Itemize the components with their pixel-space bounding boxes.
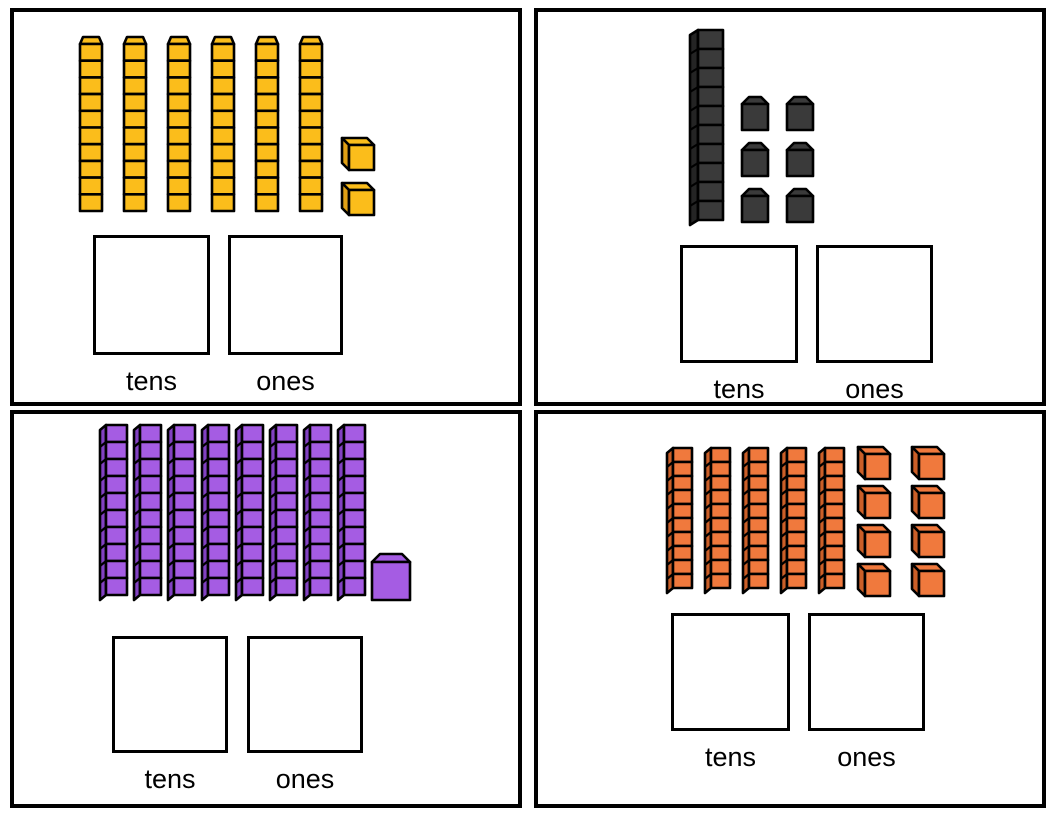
tens-answer-box[interactable] (680, 245, 798, 363)
tens-label: tens (144, 764, 196, 794)
ones-answer: ones (228, 235, 343, 395)
quadrant-bottom-right: tens ones (534, 410, 1046, 808)
ones-cube (856, 562, 892, 598)
tens-rod (200, 423, 231, 602)
tens-rod (703, 446, 732, 595)
tens-rod (98, 423, 129, 602)
ones-cube (910, 484, 946, 520)
ones-cube (856, 484, 892, 520)
ones-label: ones (256, 366, 315, 396)
tens-rod (78, 35, 104, 213)
tens-rod (166, 35, 192, 213)
ones-cube (740, 141, 770, 178)
ones-label: ones (837, 742, 896, 772)
tens-label: tens (713, 374, 765, 404)
ones-cubes-group (370, 552, 412, 602)
ones-answer-box[interactable] (808, 613, 925, 731)
ones-cubes-group (340, 136, 376, 217)
ones-answer: ones (808, 613, 925, 771)
ones-cube (785, 187, 815, 224)
tens-rod (302, 423, 333, 602)
ones-cube (856, 445, 892, 481)
ones-cube (785, 141, 815, 178)
tens-answer: tens (93, 235, 210, 395)
ones-cube (785, 95, 815, 132)
quadrant-top-left: tens ones (10, 8, 522, 406)
ones-answer-box[interactable] (228, 235, 343, 355)
tens-label: tens (125, 366, 178, 396)
ones-cube (340, 181, 376, 217)
tens-answer-box[interactable] (93, 235, 210, 355)
tens-rod (779, 446, 808, 595)
tens-rod (166, 423, 197, 602)
ones-cube (370, 552, 412, 602)
tens-rod (210, 35, 236, 213)
ones-cube (740, 187, 770, 224)
ones-answer: ones (247, 636, 363, 793)
ones-cube (910, 562, 946, 598)
tens-rod (298, 35, 324, 213)
tens-rod (817, 446, 846, 595)
ones-answer: ones (816, 245, 933, 403)
tens-rods-group (98, 423, 367, 602)
ones-cube (856, 523, 892, 559)
tens-rod (268, 423, 299, 602)
ones-cube (340, 136, 376, 172)
tens-rods-group (688, 28, 725, 227)
tens-rod (336, 423, 367, 602)
ones-label: ones (845, 374, 904, 404)
quadrant-bottom-left: tens ones (10, 410, 522, 808)
tens-rod (132, 423, 163, 602)
tens-rod (234, 423, 265, 602)
tens-answer-box[interactable] (671, 613, 790, 731)
tens-rod (254, 35, 280, 213)
tens-rod (741, 446, 770, 595)
tens-rod (122, 35, 148, 213)
tens-rods-group (78, 35, 324, 213)
quadrant-top-right: tens ones (534, 8, 1046, 406)
ones-answer-box[interactable] (816, 245, 933, 363)
tens-label: tens (704, 742, 757, 772)
tens-answer: tens (680, 245, 798, 403)
tens-rods-group (665, 446, 846, 595)
ones-cube (910, 523, 946, 559)
tens-answer-box[interactable] (112, 636, 228, 753)
tens-answer: tens (671, 613, 790, 771)
ones-answer-box[interactable] (247, 636, 363, 753)
ones-cube (910, 445, 946, 481)
ones-cube (740, 95, 770, 132)
tens-answer: tens (112, 636, 228, 793)
tens-rod (665, 446, 694, 595)
ones-cubes-group (740, 95, 815, 224)
ones-label: ones (275, 764, 335, 794)
ones-cubes-group (856, 445, 946, 598)
tens-rod (688, 28, 725, 227)
